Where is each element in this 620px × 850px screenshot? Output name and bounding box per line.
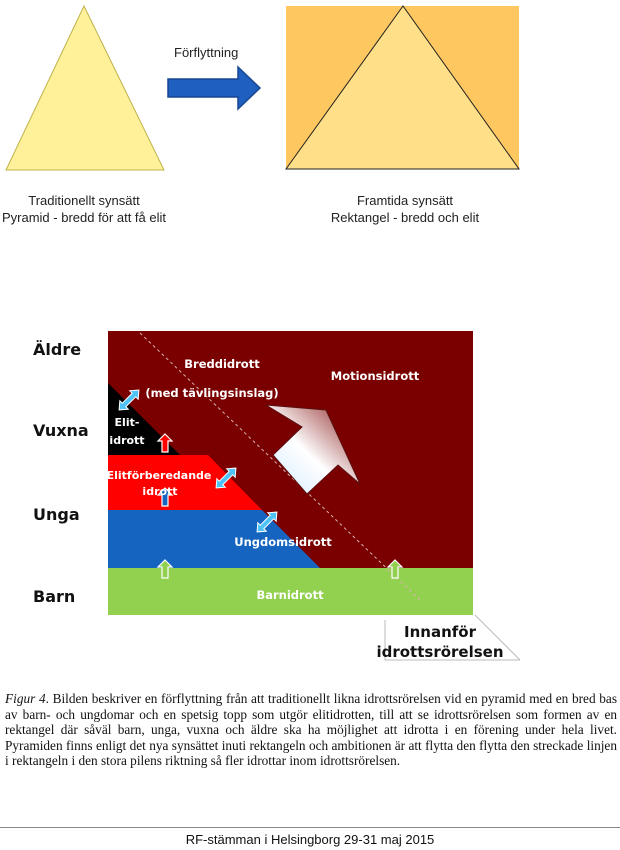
- row-label-aldre: Äldre: [33, 340, 82, 359]
- up-arrow-elitforb: [156, 487, 174, 507]
- label-elitforb-1: Elitförberedande: [107, 469, 212, 482]
- elitforberedande-area: [108, 455, 262, 510]
- up-arrow-motion: [386, 559, 404, 579]
- label-elit-1: Elit-: [115, 416, 140, 429]
- barnidrott-area: [108, 568, 473, 615]
- shift-arrow: [167, 65, 262, 111]
- row-label-barn: Barn: [33, 587, 76, 606]
- label-breddidrott-sub: (med tävlingsinslag): [145, 386, 278, 400]
- future-caption-line2: Rektangel - bredd och elit: [330, 210, 480, 225]
- up-arrow-ungdom: [156, 559, 174, 579]
- innanfor-callout-line: [474, 614, 521, 661]
- label-motionsidrott: Motionsidrott: [331, 369, 420, 383]
- future-caption-line1: Framtida synsätt: [356, 193, 454, 208]
- footer-text: RF-stämman i Helsingborg 29-31 maj 2015: [185, 832, 435, 847]
- traditional-caption-line2: Pyramid - bredd för att få elit: [1, 210, 166, 225]
- traditional-caption-line1: Traditionellt synsätt: [28, 193, 140, 208]
- footer-divider: [0, 827, 620, 828]
- dashed-boundary-line: [139, 332, 421, 601]
- arrow-label: Förflyttning: [174, 45, 239, 60]
- label-elit-2: idrott: [109, 434, 144, 447]
- innanfor-callout-bracket: [384, 620, 520, 661]
- traditional-caption: Traditionellt synsätt Pyramid - bredd fö…: [0, 192, 168, 226]
- big-direction-arrow: [265, 404, 361, 495]
- label-innanfor-2: idrottsrörelsen: [376, 643, 503, 661]
- label-elitforb-2: idrott: [142, 485, 177, 498]
- double-arrow-ungdom: [256, 511, 278, 533]
- figure-caption: Figur 4. Bilden beskriver en förflyttnin…: [5, 691, 617, 769]
- label-breddidrott: Breddidrott: [184, 357, 260, 371]
- figure-label: Figur 4: [5, 691, 46, 706]
- double-arrow-elitforb: [215, 467, 237, 489]
- label-ungdomsidrott: Ungdomsidrott: [234, 535, 332, 549]
- top-figure: [5, 4, 520, 171]
- figure-text: . Bilden beskriver en förflyttning från …: [5, 691, 617, 769]
- label-innanfor-1: Innanför: [404, 623, 477, 641]
- label-barnidrott: Barnidrott: [256, 588, 324, 602]
- future-caption: Framtida synsätt Rektangel - bredd och e…: [290, 192, 520, 226]
- row-label-vuxna: Vuxna: [33, 421, 89, 440]
- sports-diagram: Breddidrott (med tävlingsinslag) Motions…: [107, 331, 521, 661]
- up-arrow-elit: [156, 433, 174, 453]
- double-arrow-elit: [118, 389, 140, 411]
- row-label-unga: Unga: [33, 505, 80, 524]
- traditional-pyramid: [5, 4, 165, 171]
- inner-pyramid: [285, 5, 520, 170]
